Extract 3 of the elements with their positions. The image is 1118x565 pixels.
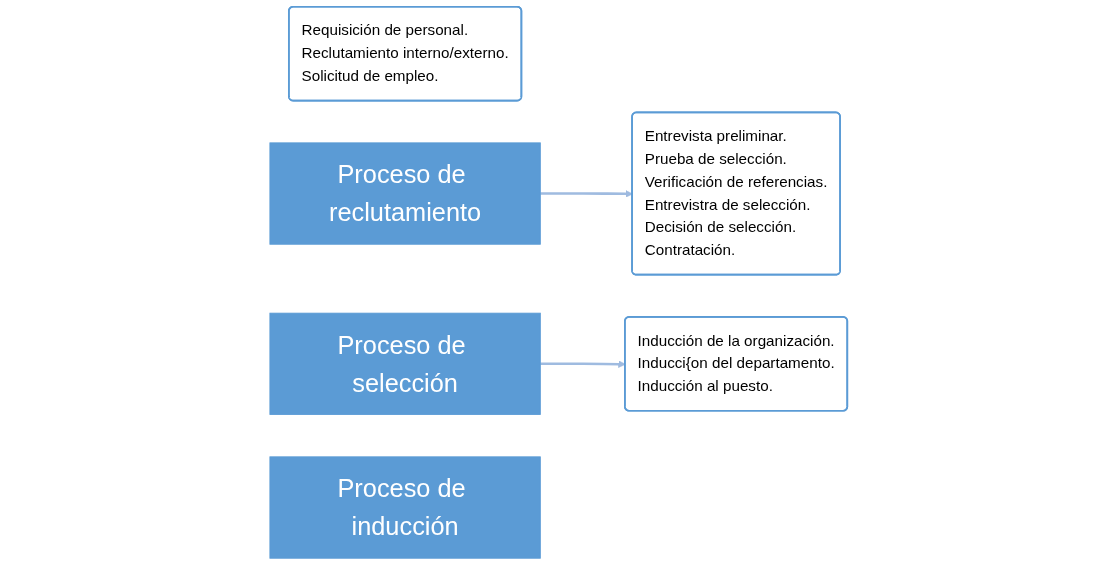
node-box: Proceso de selección [269, 312, 542, 415]
node-box: Proceso de reclutamiento [269, 142, 542, 245]
node-box: Proceso de inducción [269, 456, 542, 559]
